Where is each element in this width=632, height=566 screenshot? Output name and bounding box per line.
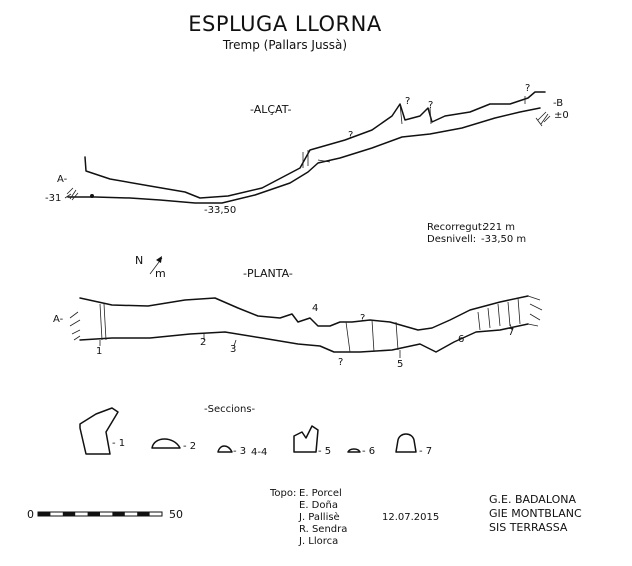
scale-bar — [37, 511, 163, 517]
section-5-label: - 5 — [318, 446, 332, 457]
section-6-shape — [347, 448, 361, 453]
scale-seg-5 — [87, 512, 100, 516]
scale-seg-3 — [62, 512, 76, 516]
plan-outline-lower — [79, 323, 529, 353]
section-5-shape — [293, 425, 319, 453]
topo-name-3: J. Pallisè — [299, 512, 340, 523]
plan-hatch-1 — [99, 303, 107, 341]
plan-hatch-5 — [345, 319, 399, 353]
elevation-ceiling — [84, 91, 546, 199]
entrance-b-plan-vegetation — [527, 295, 543, 327]
elevation-profile — [64, 91, 551, 204]
section-7-shape — [395, 433, 417, 453]
plan-marker-7: 7 — [508, 327, 515, 338]
elevation-question-3: ? — [525, 83, 531, 94]
section-2-shape — [151, 438, 181, 449]
survey-date: 12.07.2015 — [382, 512, 440, 523]
plan-marker-3: 3 — [230, 344, 237, 355]
elevation-question-2: ? — [428, 100, 434, 111]
section-1-label: - 1 — [112, 438, 126, 449]
elevation-step — [302, 150, 331, 168]
plan-question-2: ? — [338, 357, 344, 368]
north-label: N — [135, 254, 144, 267]
club-3: SIS TERRASSA — [489, 521, 568, 534]
elevation-shaft — [399, 96, 526, 125]
plan-heading: -PLANTA- — [243, 267, 293, 280]
plan-point-a: A- — [53, 314, 64, 325]
section-6-label: - 6 — [362, 446, 376, 457]
topo-name-5: J. Llorca — [299, 536, 339, 547]
north-arrow — [149, 256, 163, 275]
desnivell-label: Desnivell: — [427, 234, 477, 245]
plan-marker-2: 2 — [200, 337, 207, 348]
scale-seg-1 — [38, 512, 51, 516]
topo-label: Topo: — [270, 488, 297, 499]
recorregut-value: 221 m — [483, 222, 516, 233]
section-3-label: - 3 — [233, 446, 247, 457]
club-1: G.E. BADALONA — [489, 493, 576, 506]
topo-name-4: R. Sendra — [299, 524, 348, 535]
survey-title: ESPLUGA LLORNA — [188, 12, 382, 36]
scale-start-label: 0 — [27, 508, 34, 521]
scale-seg-9 — [137, 512, 150, 516]
topo-name-2: E. Doña — [299, 500, 338, 511]
elevation-low-point: -33,50 — [204, 205, 237, 216]
elevation-point-b-depth: ±0 — [554, 110, 569, 121]
section-2-label: - 2 — [183, 441, 197, 452]
elevation-question-1: ? — [405, 96, 411, 107]
survey-station-a — [90, 194, 94, 198]
plan-stipple-7 — [477, 297, 521, 331]
entrance-a-plan-vegetation — [69, 311, 81, 341]
elevation-point-a: A- — [57, 174, 68, 185]
elevation-point-b: -B — [553, 98, 564, 109]
scale-seg-7 — [112, 512, 125, 516]
marker-7-tick — [509, 323, 513, 331]
scale-end-label: 50 — [169, 508, 183, 521]
north-arrow-head — [156, 256, 162, 263]
elevation-heading: -ALÇAT- — [250, 103, 292, 116]
desnivell-value: -33,50 m — [481, 234, 527, 245]
marker-3-tick — [233, 339, 237, 347]
club-2: GIE MONTBLANC — [489, 507, 582, 520]
plan-marker-1: 1 — [96, 346, 103, 357]
plan-question-1: ? — [360, 313, 366, 324]
plan-outline-upper — [79, 295, 529, 331]
plan-view — [69, 295, 543, 358]
cross-sections — [79, 407, 417, 455]
north-m-label: m — [155, 267, 166, 280]
plan-marker-4: 4 — [312, 303, 319, 314]
recorregut-label: Recorregut: — [427, 222, 486, 233]
section-3-shape — [217, 445, 233, 453]
entrance-b-vegetation — [535, 111, 551, 127]
elevation-question-4: ? — [348, 130, 354, 141]
plan-marker-5: 5 — [397, 359, 404, 370]
plan-marker-6: 6 — [458, 334, 465, 345]
section-4-label: 4-4 — [251, 447, 268, 458]
section-7-label: - 7 — [419, 446, 433, 457]
topo-name-1: E. Porcel — [299, 488, 342, 499]
section-1-shape — [79, 407, 119, 455]
elevation-point-a-depth: -31 — [45, 193, 62, 204]
survey-location: Tremp (Pallars Jussà) — [222, 38, 348, 52]
elevation-floor — [67, 107, 541, 204]
sections-heading: -Seccions- — [204, 404, 256, 415]
entrance-a-vegetation — [64, 187, 79, 201]
